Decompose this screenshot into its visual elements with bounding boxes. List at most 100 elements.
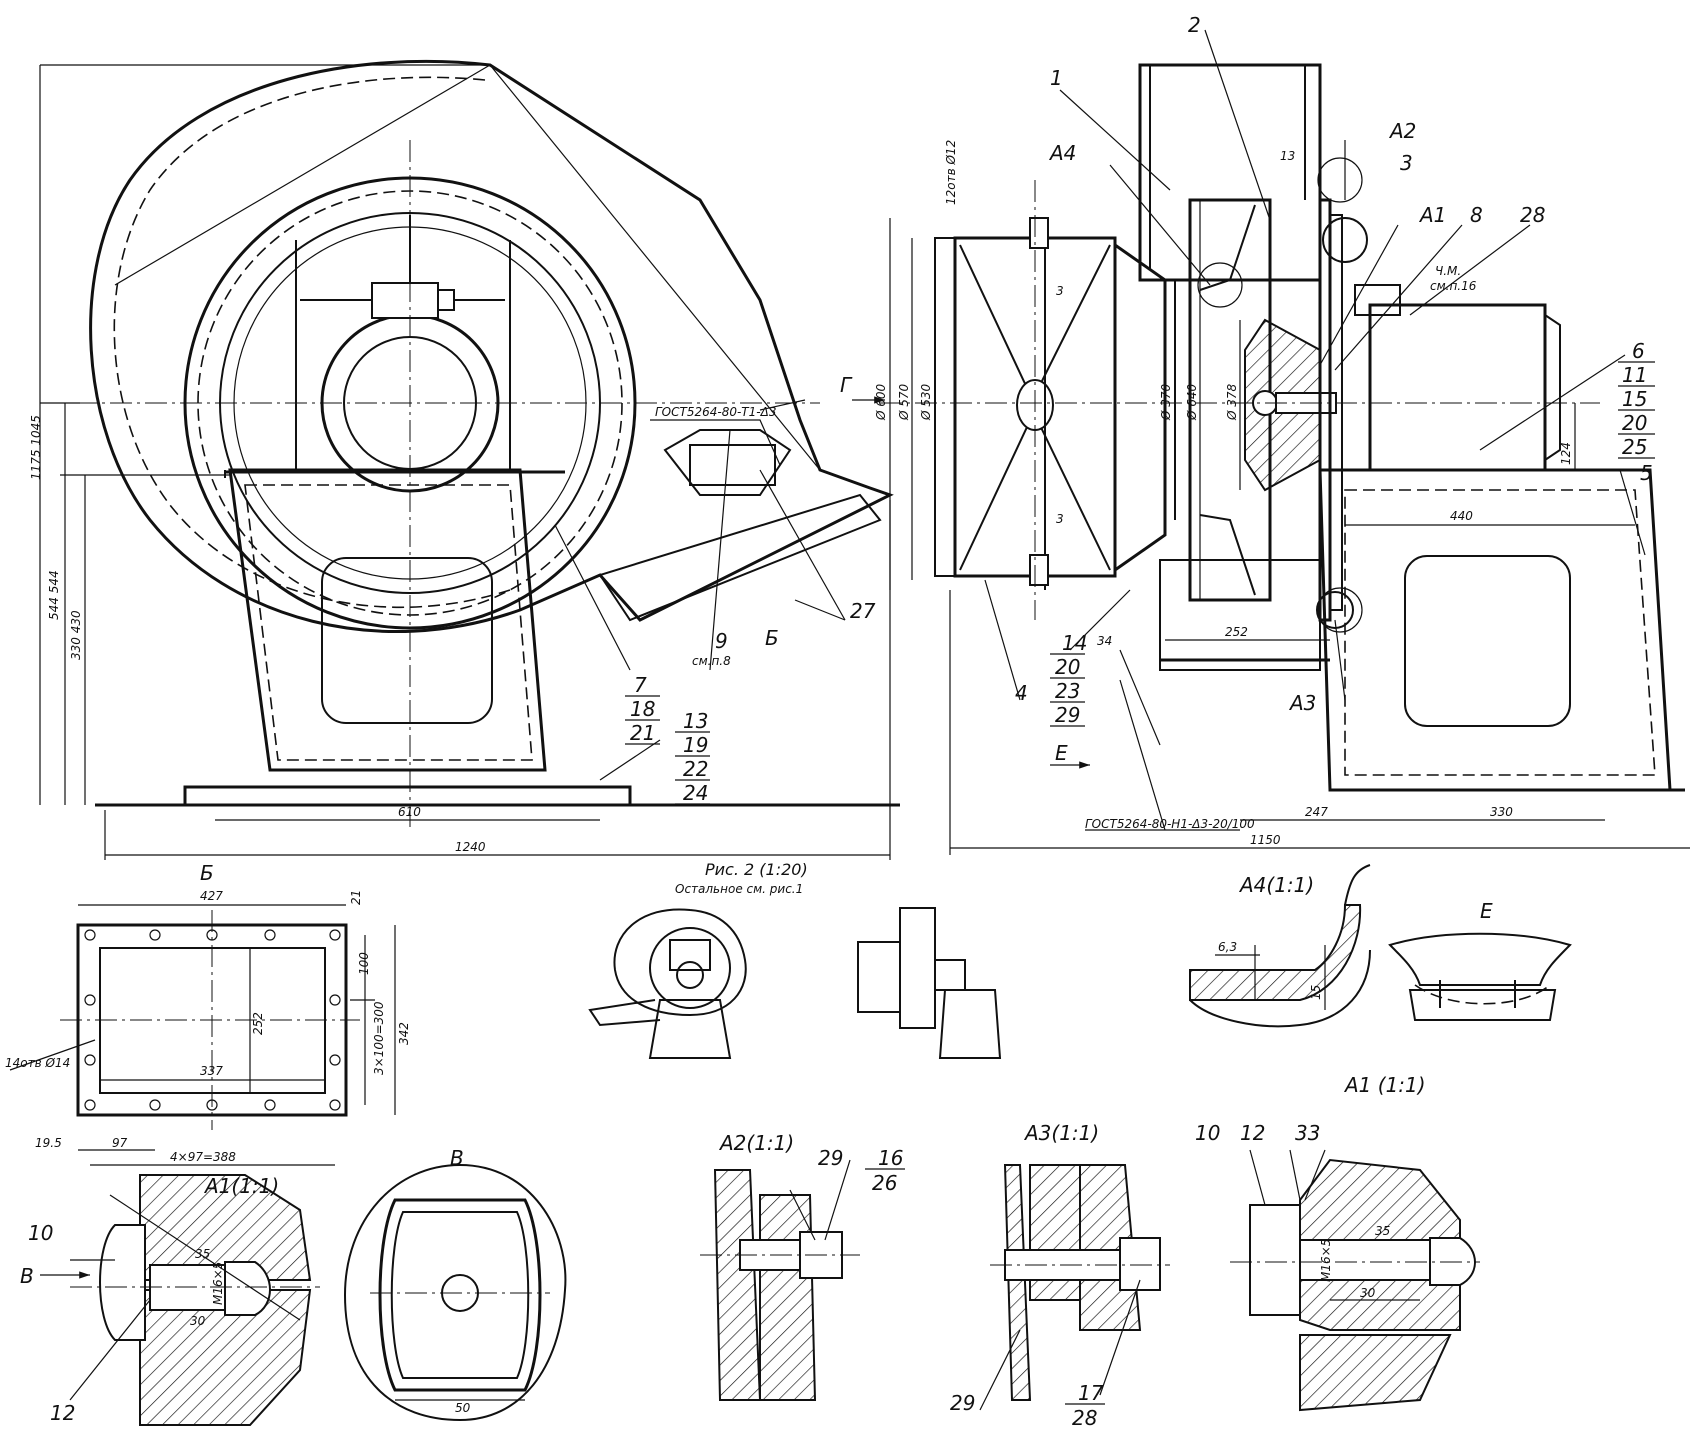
detail-a1-left-35: 35 xyxy=(195,1247,210,1261)
callout-2: 2 xyxy=(1188,13,1201,37)
detail-a1-mark: А1 xyxy=(1418,203,1446,227)
detail-a1-right-33: 33 xyxy=(1295,1121,1320,1145)
detail-a1-right-thread: М16×5 xyxy=(1319,1239,1333,1282)
figure-caption: Рис. 2 (1:20) xyxy=(705,860,808,879)
dim-base: 610 xyxy=(398,805,421,819)
svg-text:18: 18 xyxy=(630,697,655,721)
dim-97: 97 xyxy=(112,1136,128,1150)
callout-9-note: см.п.8 xyxy=(692,654,731,668)
callout-4: 4 xyxy=(1015,681,1028,705)
dim-337: 337 xyxy=(200,1064,223,1078)
detail-a2 xyxy=(700,1159,860,1401)
scroll-housing xyxy=(89,59,894,634)
detail-a1-right-title: А1 (1:1) xyxy=(1343,1073,1426,1097)
svg-text:23: 23 xyxy=(1055,679,1080,703)
callout-27: 27 xyxy=(850,599,876,623)
svg-text:6: 6 xyxy=(1632,339,1645,363)
view-arrow-v: В xyxy=(20,1264,34,1288)
dim-4x97: 4×97=388 xyxy=(170,1150,236,1164)
svg-text:13: 13 xyxy=(683,709,708,733)
thumbnail-side xyxy=(857,907,1002,1059)
svg-text:15: 15 xyxy=(1622,387,1647,411)
bearing-block xyxy=(371,282,439,319)
detail-a1-left-10: 10 xyxy=(28,1221,53,1245)
dim-height-mid: 544 544 xyxy=(47,570,61,620)
view-b-flange xyxy=(9,904,396,1166)
callout-stack-13: 13 19 22 24 xyxy=(675,709,710,805)
svg-text:17: 17 xyxy=(1078,1381,1104,1405)
detail-a1-right-30: 30 xyxy=(1360,1286,1376,1300)
detail-a4-15: 15 xyxy=(1309,985,1323,1000)
detail-a1-right-35: 35 xyxy=(1375,1224,1390,1238)
dim-d640: Ø 640 xyxy=(1185,383,1199,421)
detail-a2-29: 29 xyxy=(818,1146,843,1170)
circ-mark-3: 3 xyxy=(1056,284,1064,298)
callout-8: 8 xyxy=(1470,203,1483,227)
dim-d600: Ø 600 xyxy=(874,383,888,421)
svg-text:11: 11 xyxy=(1622,363,1647,387)
view-v-dim-50: 50 xyxy=(455,1401,471,1415)
detail-a1-left xyxy=(40,1174,320,1426)
dim-19-5: 19.5 xyxy=(35,1136,62,1150)
detail-a1-right-12: 12 xyxy=(1240,1121,1265,1145)
dim-427: 427 xyxy=(200,889,223,903)
weld-spec-2: ГОСТ5264-80-Н1-Δ3-20/100 xyxy=(1085,817,1255,831)
dim-holes-12: 12отв Ø12 xyxy=(944,140,958,205)
view-arrow-e: Е xyxy=(1055,741,1068,765)
dim-overall-width: 1240 xyxy=(455,840,486,854)
pedestal xyxy=(228,468,547,772)
callout-28: 28 xyxy=(1520,203,1545,227)
dim-d378: Ø 378 xyxy=(1225,383,1239,421)
detail-a1-right xyxy=(1230,1149,1480,1412)
dim-330: 330 xyxy=(1490,805,1513,819)
svg-text:7: 7 xyxy=(634,673,647,697)
view-b-title: Б xyxy=(200,861,214,885)
svg-text:20: 20 xyxy=(1622,411,1647,435)
svg-text:20: 20 xyxy=(1055,655,1080,679)
detail-a2-stack: 16 26 xyxy=(865,1146,905,1195)
svg-text:25: 25 xyxy=(1622,435,1647,459)
dim-height-total: 1175 1045 xyxy=(29,415,43,480)
dim-d530: Ø 530 xyxy=(919,383,933,421)
detail-a4-rough: 6,3 xyxy=(1218,940,1237,954)
motor xyxy=(1368,303,1547,472)
view-v-title: В xyxy=(450,1146,464,1170)
dim-34: 34 xyxy=(1097,634,1112,648)
detail-a1-right-10: 10 xyxy=(1195,1121,1220,1145)
dim-21: 21 xyxy=(349,890,363,905)
dim-height-axis: 330 430 xyxy=(69,610,83,660)
side-view xyxy=(880,29,1690,855)
motor-note-2: см.п.16 xyxy=(1430,279,1477,293)
view-v-shaft xyxy=(343,1163,567,1422)
dim-d370: Ø 370 xyxy=(1159,383,1173,421)
dim-252-flange: 252 xyxy=(251,1012,265,1035)
detail-a2-title: А2(1:1) xyxy=(718,1131,794,1155)
motor-note: Ч.М. xyxy=(1435,264,1461,278)
dim-247: 247 xyxy=(1305,805,1328,819)
front-view xyxy=(39,59,900,860)
callout-stack-6: 6 11 15 20 25 xyxy=(1618,339,1655,459)
base-plate xyxy=(183,785,632,807)
detail-a3-29: 29 xyxy=(950,1391,975,1415)
callout-stack-14: 14 20 23 29 xyxy=(1050,631,1087,727)
callout-stack-7: 7 18 21 xyxy=(625,673,660,745)
svg-text:26: 26 xyxy=(872,1171,897,1195)
outlet-duct xyxy=(598,493,882,622)
callout-9: 9 xyxy=(715,629,728,653)
outlet-duct-side xyxy=(1138,63,1322,282)
view-arrow-g: Г xyxy=(840,373,853,397)
detail-a1-left-30: 30 xyxy=(190,1314,206,1328)
detail-a3-mark: А3 xyxy=(1288,691,1316,715)
svg-text:24: 24 xyxy=(683,781,708,805)
detail-a4-mark: А4 xyxy=(1048,141,1076,165)
svg-text:19: 19 xyxy=(683,733,708,757)
dim-13: 13 xyxy=(1280,149,1295,163)
dim-holes-14: 14отв Ø14 xyxy=(5,1056,70,1070)
thumbnail-front xyxy=(588,908,747,1059)
svg-text:14: 14 xyxy=(1062,631,1087,655)
dim-440: 440 xyxy=(1450,509,1473,523)
figure-caption-note: Остальное см. рис.1 xyxy=(675,882,803,896)
svg-text:16: 16 xyxy=(878,1146,903,1170)
dim-d570: Ø 570 xyxy=(897,383,911,421)
